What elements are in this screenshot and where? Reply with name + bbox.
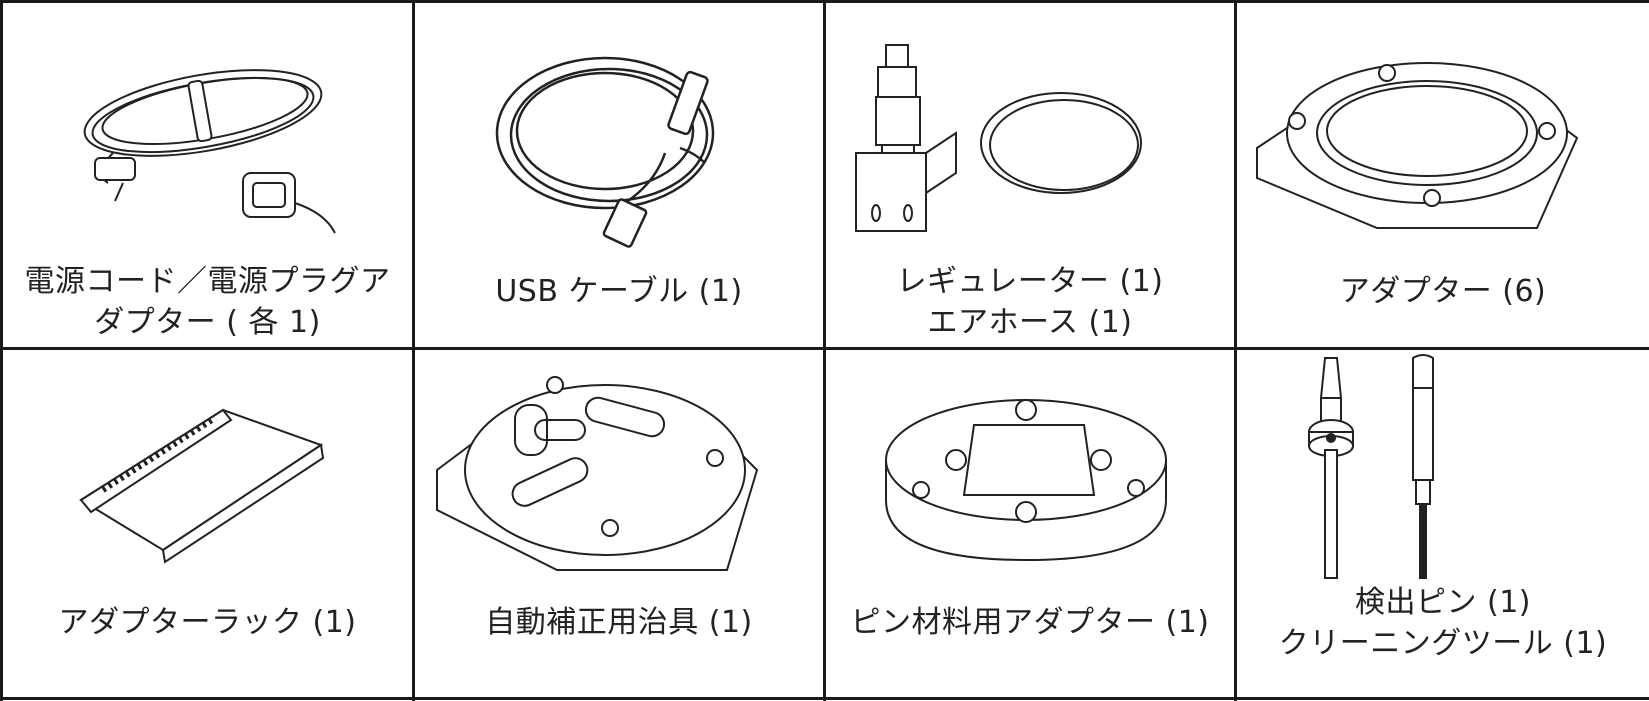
border-left (0, 0, 3, 701)
caption-line-1: USB ケーブル (1) (495, 274, 743, 309)
caption-line-2: ダプター ( 各 1) (94, 305, 321, 340)
caption-line-1: アダプターラック (1) (58, 605, 357, 640)
detection-pin-icon (1308, 354, 1434, 579)
caption-line-2: エアホース (1) (927, 305, 1133, 340)
item-caption: USB ケーブル (1) (415, 271, 823, 312)
divider-3 (1234, 0, 1237, 701)
item-caption: アダプターラック (1) (3, 602, 412, 643)
caption-line-1: 検出ピン (1) (1354, 585, 1532, 620)
adapter-rack-icon (79, 408, 325, 564)
caption-line-1: レギュレーター (1) (896, 264, 1164, 299)
power-cord-icon (83, 69, 336, 234)
adapter-icon (1256, 62, 1579, 229)
item-cell-pin-material-adapter: ピン材料用アダプター (1) (826, 350, 1234, 697)
regulator-icon (855, 44, 1142, 232)
usb-cable-icon (495, 56, 715, 248)
caption-line-1: 自動補正用治具 (1) (485, 605, 753, 640)
item-cell-adapter: アダプター (6) (1237, 3, 1649, 347)
caption-line-1: ピン材料用アダプター (1) (850, 605, 1210, 640)
item-caption: レギュレーター (1) エアホース (1) (826, 261, 1234, 343)
calibration-jig-icon (436, 376, 759, 571)
item-caption: 検出ピン (1) クリーニングツール (1) (1237, 582, 1649, 664)
caption-line-1: 電源コード／電源プラグア (24, 264, 391, 299)
item-cell-detection-pin: 検出ピン (1) クリーニングツール (1) (1237, 350, 1649, 697)
divider-1 (412, 0, 415, 701)
pin-material-adapter-icon (885, 399, 1167, 562)
item-caption: アダプター (6) (1237, 271, 1649, 312)
item-cell-calibration-jig: 自動補正用治具 (1) (415, 350, 823, 697)
item-cell-usb-cable: USB ケーブル (1) (415, 3, 823, 347)
item-caption: 電源コード／電源プラグア ダプター ( 各 1) (3, 261, 412, 343)
item-caption: 自動補正用治具 (1) (415, 602, 823, 643)
item-caption: ピン材料用アダプター (1) (826, 602, 1234, 643)
item-cell-power-cord: 電源コード／電源プラグア ダプター ( 各 1) (3, 3, 412, 347)
divider-2 (823, 0, 826, 701)
caption-line-1: アダプター (6) (1339, 274, 1547, 309)
item-cell-adapter-rack: アダプターラック (1) (3, 350, 412, 697)
item-cell-regulator: レギュレーター (1) エアホース (1) (826, 3, 1234, 347)
caption-line-2: クリーニングツール (1) (1278, 626, 1608, 661)
